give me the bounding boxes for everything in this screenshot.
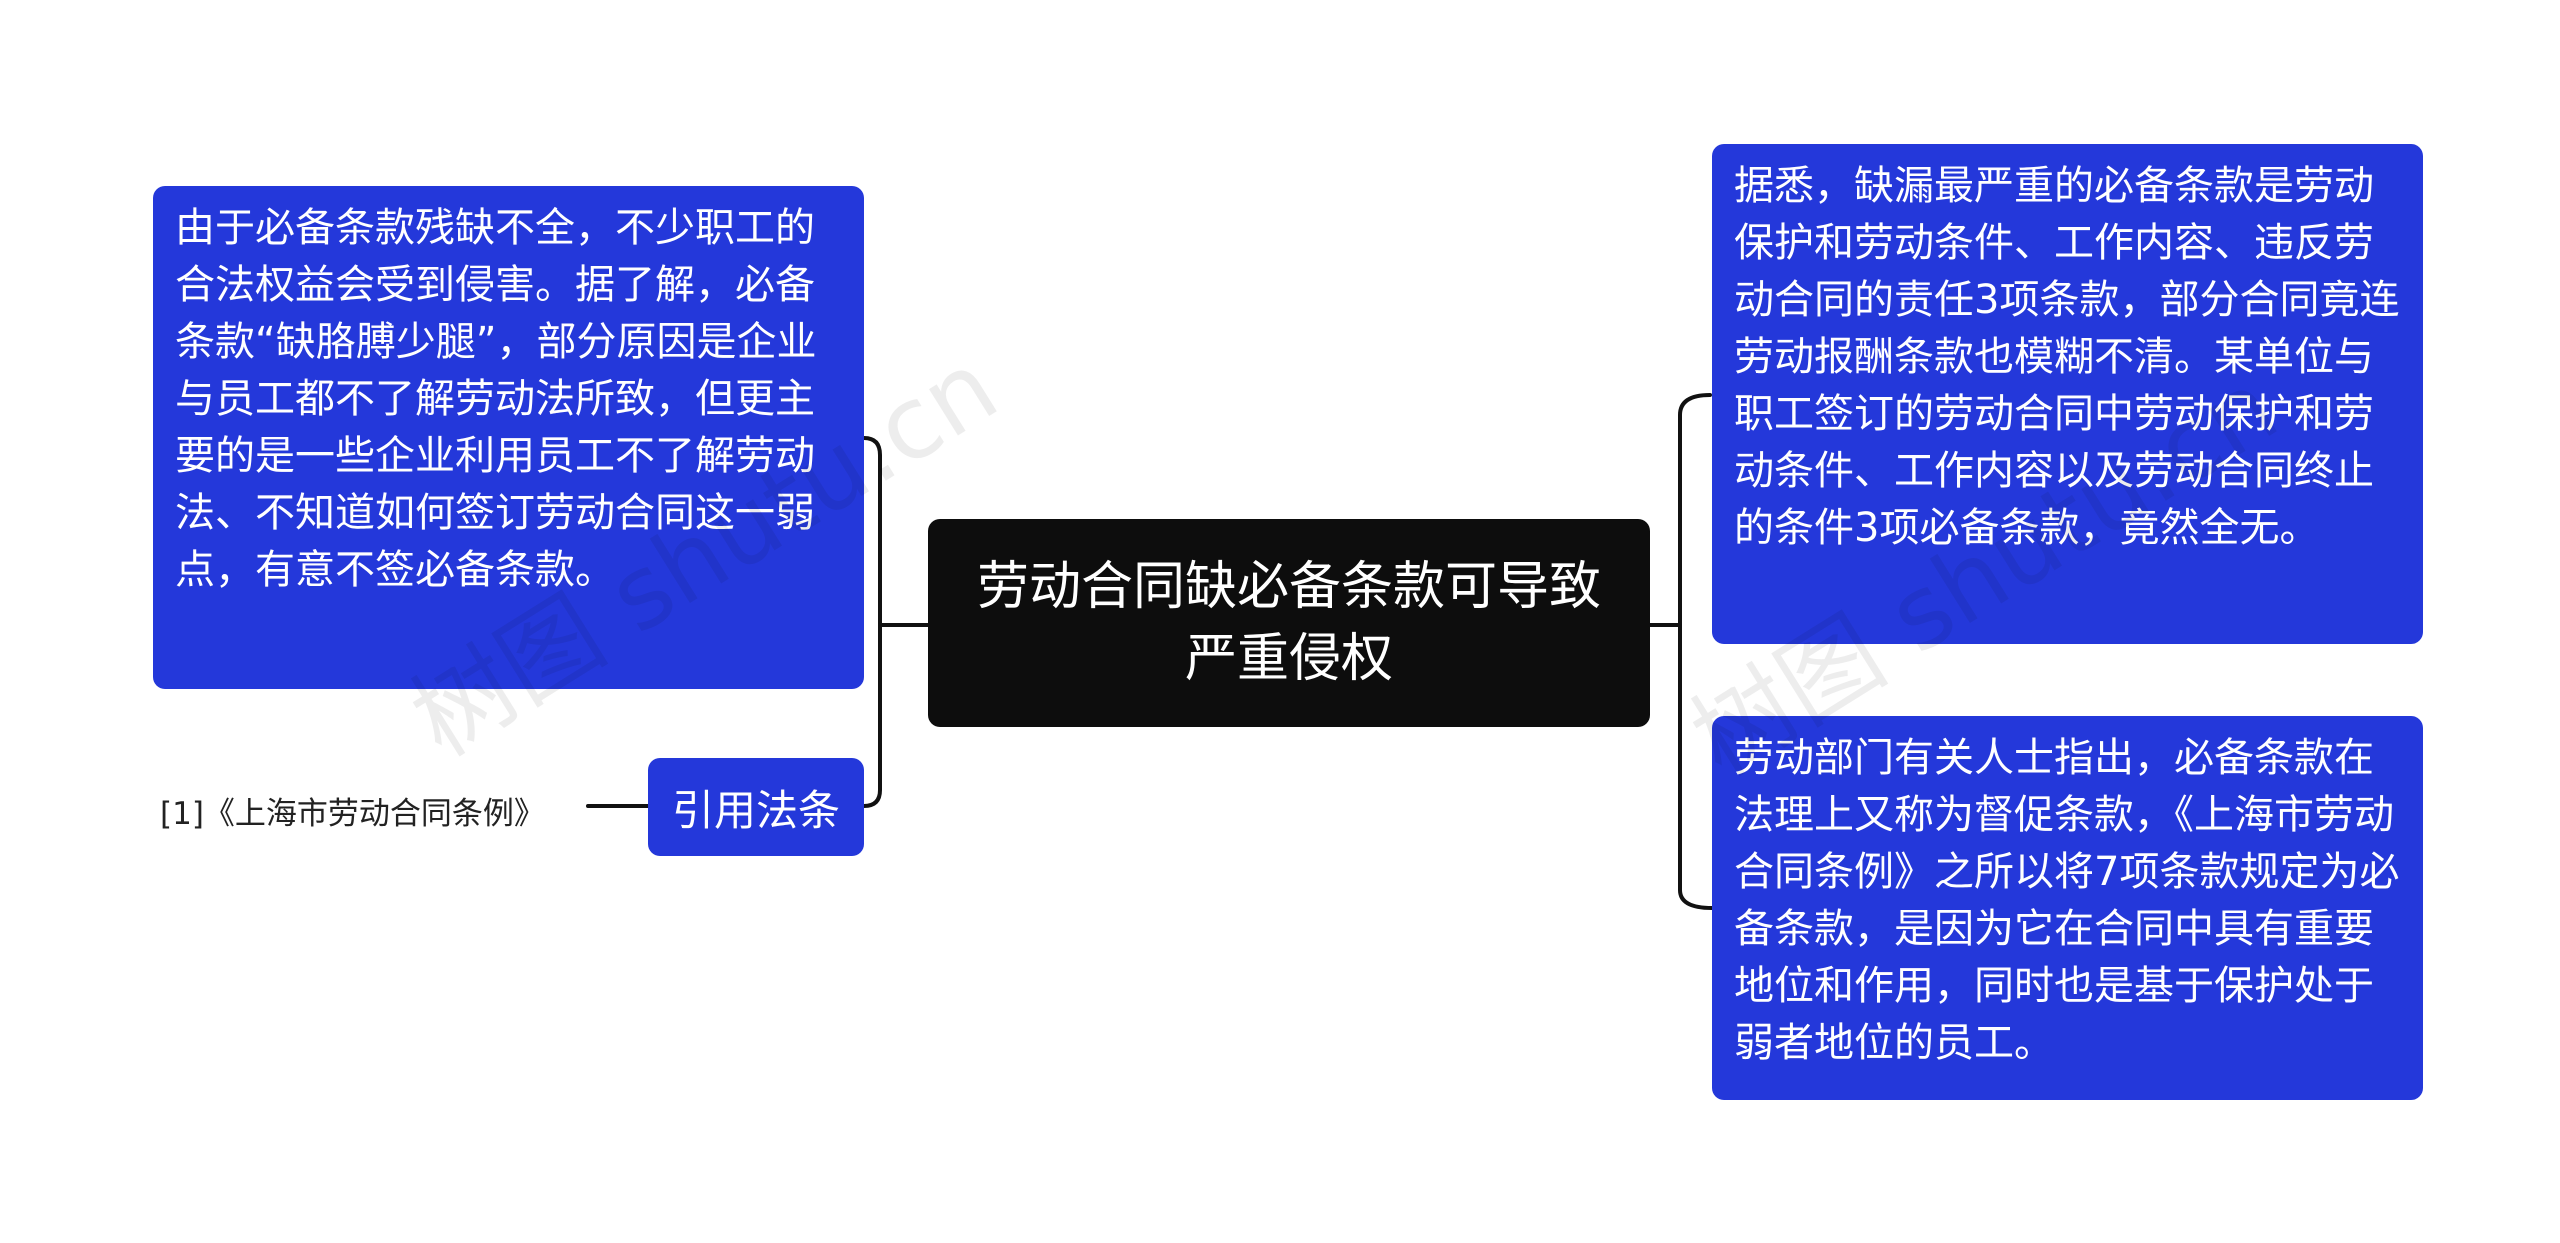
central-topic-node[interactable]: 劳动合同缺必备条款可导致严重侵权 [928, 519, 1650, 727]
right-detail-2-text: 劳动部门有关人士指出，必备条款在法理上又称为督促条款，《上海市劳动合同条例》之所… [1734, 735, 2400, 1066]
connector-right-bottom [1678, 623, 1714, 910]
citation-item-text: [1]《上海市劳动合同条例》 [160, 796, 545, 832]
connector-left-top [862, 436, 882, 627]
citation-label-node[interactable]: 引用法条 [648, 758, 864, 856]
citation-item[interactable]: [1]《上海市劳动合同条例》 [160, 788, 545, 833]
left-detail-text: 由于必备条款残缺不全，不少职工的合法权益会受到侵害。据了解，必备条款“缺胳膊少腿… [175, 205, 817, 593]
left-detail-node[interactable]: 由于必备条款残缺不全，不少职工的合法权益会受到侵害。据了解，必备条款“缺胳膊少腿… [153, 186, 864, 689]
right-detail-node-2[interactable]: 劳动部门有关人士指出，必备条款在法理上又称为督促条款，《上海市劳动合同条例》之所… [1712, 716, 2423, 1100]
connector-right-top [1678, 393, 1712, 627]
citation-label-text: 引用法条 [671, 785, 840, 835]
central-topic-text: 劳动合同缺必备条款可导致严重侵权 [976, 557, 1601, 689]
connector-left-bottom [862, 623, 882, 808]
right-detail-node-1[interactable]: 据悉，缺漏最严重的必备条款是劳动保护和劳动条件、工作内容、违反劳动合同的责任3项… [1712, 144, 2423, 644]
right-detail-1-text: 据悉，缺漏最严重的必备条款是劳动保护和劳动条件、工作内容、违反劳动合同的责任3项… [1734, 163, 2400, 551]
